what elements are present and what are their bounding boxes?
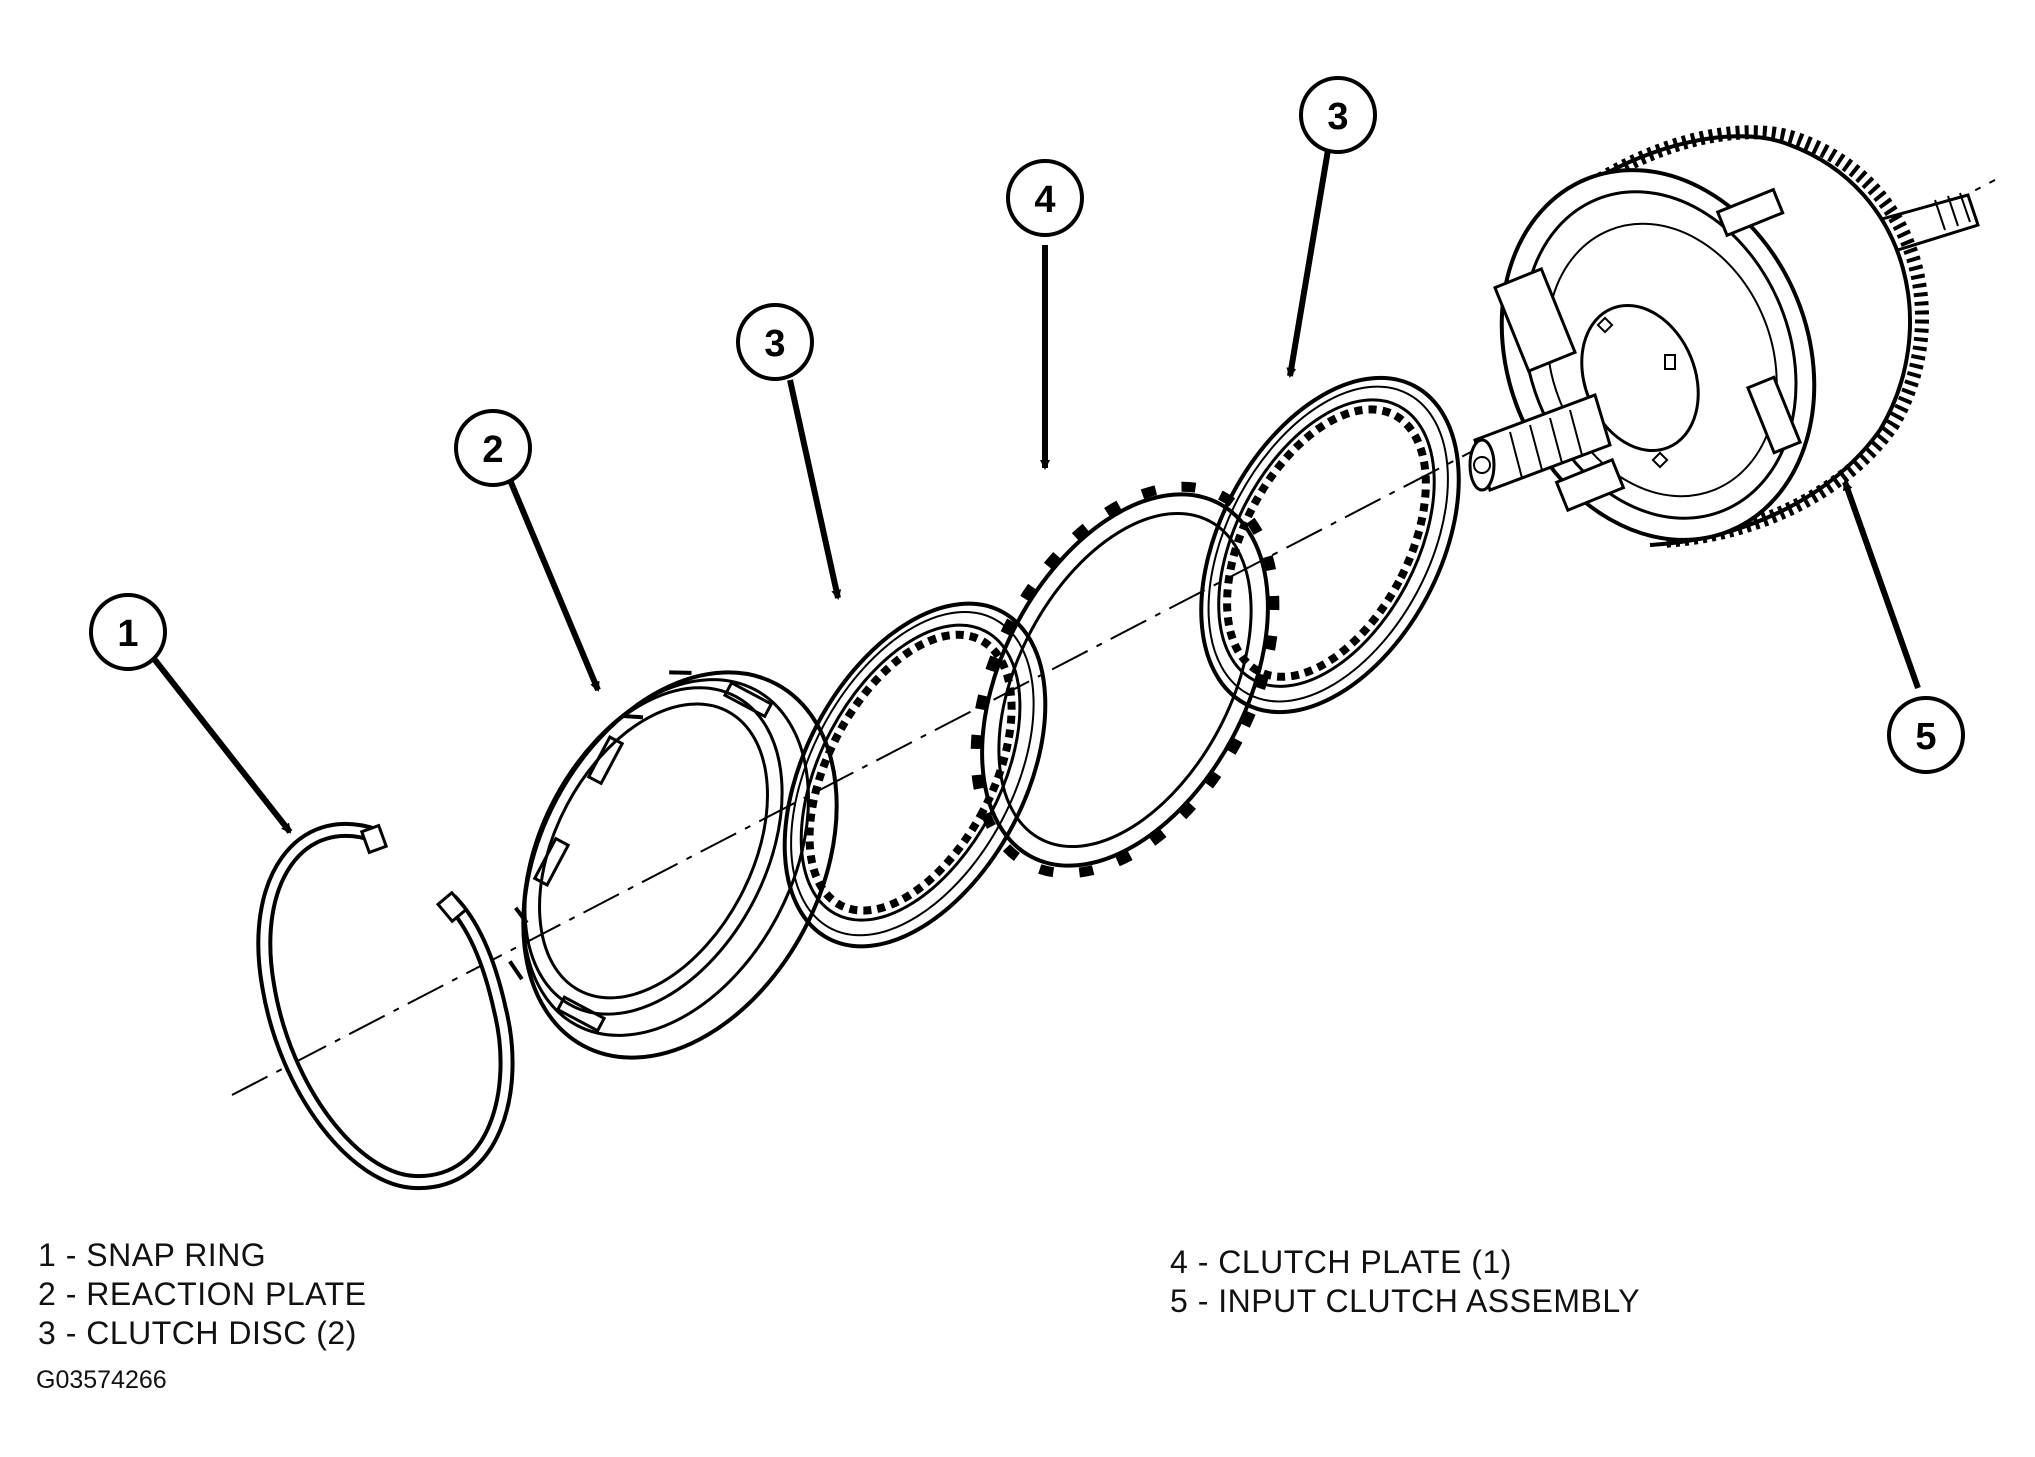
leader-arrow-3-rear bbox=[1286, 149, 1331, 378]
leader-arrow-3-front bbox=[787, 379, 842, 600]
callout-number: 3 bbox=[764, 323, 785, 365]
callout-2: 2 bbox=[454, 409, 532, 487]
leader-arrow-2 bbox=[507, 478, 601, 692]
callout-number: 5 bbox=[1915, 716, 1936, 758]
legend-item-reaction-plate: 2 - REACTION PLATE bbox=[38, 1276, 367, 1312]
callout-number: 1 bbox=[117, 613, 138, 655]
callout-number: 2 bbox=[482, 429, 503, 471]
figure-id: G03574266 bbox=[36, 1366, 167, 1394]
legend-left: 1 - SNAP RING 2 - REACTION PLATE 3 - CLU… bbox=[38, 1236, 366, 1353]
snap-ring-drawing bbox=[256, 822, 515, 1191]
callout-number: 3 bbox=[1327, 96, 1348, 138]
callout-3-rear: 3 bbox=[1299, 76, 1377, 154]
leader-arrow-5 bbox=[1842, 480, 1921, 690]
callout-1: 1 bbox=[89, 593, 167, 671]
callout-4: 4 bbox=[1006, 159, 1084, 237]
legend-item-clutch-plate: 4 - CLUTCH PLATE (1) bbox=[1170, 1244, 1512, 1280]
callout-3-front: 3 bbox=[736, 303, 814, 381]
clutch-disc-front-drawing bbox=[782, 601, 1048, 949]
callout-5: 5 bbox=[1887, 696, 1965, 774]
clutch-disc-rear-drawing bbox=[1199, 375, 1461, 715]
leader-arrows bbox=[152, 149, 1921, 834]
callout-number: 4 bbox=[1034, 179, 1055, 221]
legend-item-clutch-disc: 3 - CLUTCH DISC (2) bbox=[38, 1315, 357, 1351]
clutch-plate-drawing bbox=[970, 481, 1280, 879]
legend-item-snap-ring: 1 - SNAP RING bbox=[38, 1237, 267, 1273]
legend-item-input-clutch-assembly: 5 - INPUT CLUTCH ASSEMBLY bbox=[1170, 1283, 1641, 1319]
reaction-plate-drawing bbox=[508, 670, 839, 1060]
input-clutch-assembly-drawing bbox=[1468, 125, 1980, 548]
leader-arrow-1 bbox=[152, 658, 293, 834]
legend-right: 4 - CLUTCH PLATE (1) 5 - INPUT CLUTCH AS… bbox=[1170, 1243, 1640, 1321]
